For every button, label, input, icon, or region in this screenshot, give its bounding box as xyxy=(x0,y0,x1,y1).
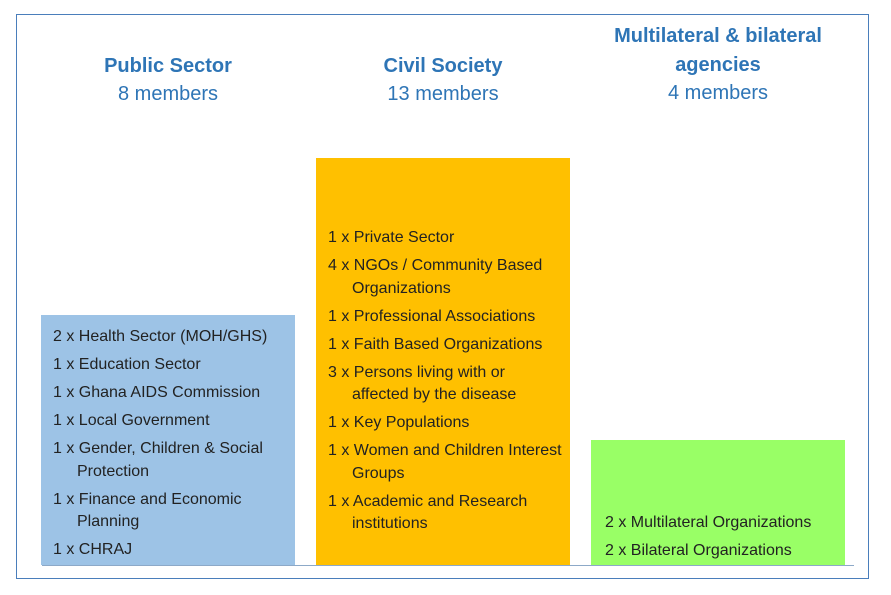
list-item: 1 x Education Sector xyxy=(53,356,201,373)
member-list: 1 x Private Sector 4 x NGOs / Community … xyxy=(328,227,564,541)
list-item: 1 x CHRAJ xyxy=(53,541,133,558)
group-title: Multilateral & bilateral agencies xyxy=(614,25,822,76)
group-count: 4 members xyxy=(667,82,769,104)
list-item: 2 x Health Sector (MOH/GHS) xyxy=(53,328,268,345)
list-item: 3 x Persons living with or affected by t… xyxy=(328,363,517,404)
list-item: 1 x Gender, Children & Social Protection xyxy=(53,440,263,480)
list-item: 1 x Ghana AIDS Commission xyxy=(53,384,261,401)
public-sector-box: 2 x Health Sector (MOH/GHS) 1 x Educatio… xyxy=(41,315,295,565)
multilateral-agencies-box: 2 x Multilateral Organizations 2 x Bilat… xyxy=(591,440,845,565)
diagram-frame xyxy=(16,14,869,579)
list-item: 1 x Academic and Research institutions xyxy=(328,492,528,533)
list-item: 1 x Finance and Economic Planning xyxy=(53,490,242,531)
list-item: 1 x Private Sector xyxy=(328,229,455,246)
list-item: 1 x Local Government xyxy=(53,412,210,429)
list-item: 2 x Multilateral Organizations xyxy=(605,514,812,531)
group-title: Public Sector xyxy=(104,55,232,77)
header-civil-society: Civil Society 13 members xyxy=(316,52,570,108)
group-count: 13 members xyxy=(387,83,499,105)
list-item: 1 x Key Populations xyxy=(328,414,470,431)
header-multilateral-agencies: Multilateral & bilateral agencies 4 memb… xyxy=(586,22,850,107)
member-list: 2 x Multilateral Organizations 2 x Bilat… xyxy=(605,512,839,568)
list-item: 1 x Faith Based Organizations xyxy=(328,335,543,353)
baseline-divider xyxy=(42,565,854,566)
member-list: 2 x Health Sector (MOH/GHS) 1 x Educatio… xyxy=(53,326,289,567)
list-item: 2 x Bilateral Organizations xyxy=(605,542,792,559)
list-item: 1 x Professional Associations xyxy=(328,307,536,325)
group-count: 8 members xyxy=(117,83,219,105)
list-item: 4 x NGOs / Community Based Organizations xyxy=(328,257,543,297)
list-item: 1 x Women and Children Interest Groups xyxy=(328,442,562,482)
group-title: Civil Society xyxy=(383,55,503,77)
header-public-sector: Public Sector 8 members xyxy=(41,52,295,108)
civil-society-box: 1 x Private Sector 4 x NGOs / Community … xyxy=(316,158,570,565)
